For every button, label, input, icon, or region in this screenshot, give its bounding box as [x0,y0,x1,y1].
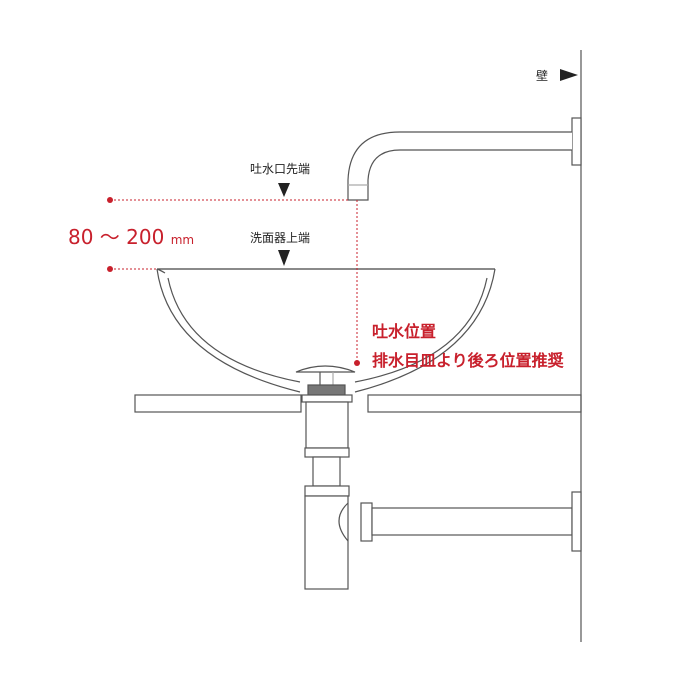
dimension-unit: mm [170,233,195,247]
dimension-dot-bottom [107,266,113,272]
dimension-label: 80 ～ 200 mm [68,221,194,250]
countertop-right [367,394,582,413]
countertop-left [134,394,302,413]
spout-tip-arrow-icon [278,183,290,197]
dimension-dot-top [107,197,113,203]
drain-fitting [295,365,582,590]
wall-label: 壁 [536,69,549,83]
wall-arrow-icon [560,69,578,81]
basin-top-label: 洗面器上端 [250,231,311,245]
faucet [347,117,582,201]
dimension-value: 80 ～ 200 [68,225,165,249]
spout-position-note: 排水目皿より後ろ位置推奨 [372,351,564,370]
basin-top-arrow-icon [278,250,290,266]
spout-position-dot [354,360,360,366]
vessel-basin [156,268,496,393]
spout-position-title: 吐水位置 [372,322,437,341]
spout-tip-label: 吐水口先端 [250,162,311,176]
